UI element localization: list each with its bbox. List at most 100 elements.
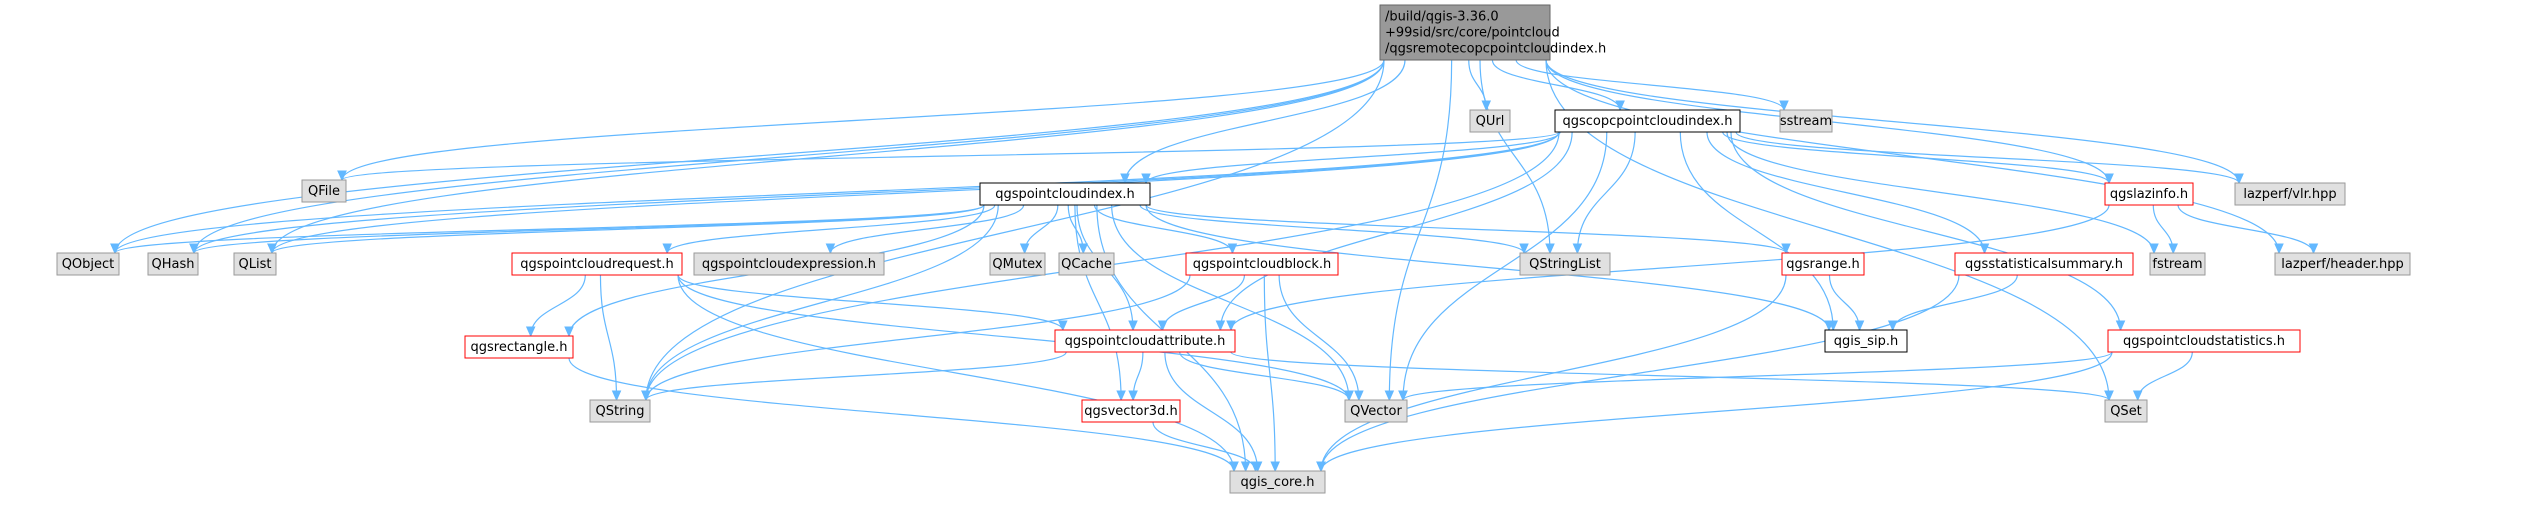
node-pcblock[interactable]: qgspointcloudblock.h bbox=[1185, 252, 1339, 276]
edge-copcindex-to-vlr bbox=[1735, 131, 2244, 185]
arrowhead bbox=[641, 390, 651, 402]
edge-rectangle-to-core bbox=[568, 357, 1239, 473]
arrowhead bbox=[1019, 243, 1030, 255]
node-label: lazperf/vlr.hpp bbox=[2243, 187, 2336, 202]
edge-lazinfo-to-header bbox=[2177, 204, 2319, 255]
arrowhead bbox=[337, 170, 347, 182]
arrowhead bbox=[1229, 461, 1239, 473]
edge-lazinfo-to-fstream bbox=[2152, 204, 2178, 255]
edge-pcattr-to-vector3d bbox=[1128, 351, 1144, 402]
arrowhead bbox=[525, 326, 536, 338]
arrowhead bbox=[611, 390, 622, 402]
arrowhead bbox=[1572, 243, 1583, 255]
node-box bbox=[979, 182, 1151, 206]
node-pcexpr[interactable]: qgspointcloudexpression.h bbox=[693, 252, 885, 276]
edge-pcattr-to-qstring bbox=[641, 351, 1067, 402]
node-label: qgspointcloudblock.h bbox=[1193, 257, 1332, 272]
arrowhead bbox=[1545, 243, 1555, 255]
node-copcindex[interactable]: qgscopcpointcloudindex.h bbox=[1554, 109, 1741, 133]
edge-root-to-pcindex bbox=[1120, 59, 1406, 185]
arrowhead bbox=[1344, 390, 1354, 402]
arrowhead bbox=[2234, 173, 2244, 185]
edge-root-to-header bbox=[1545, 59, 2284, 255]
edge-copcindex-to-fstream bbox=[1726, 131, 2159, 255]
arrowhead bbox=[1779, 100, 1789, 112]
node-label: QMutex bbox=[992, 257, 1043, 272]
node-label: lazperf/header.hpp bbox=[2281, 257, 2403, 272]
node-qvector[interactable]: QVector bbox=[1344, 399, 1408, 423]
node-root[interactable]: /build/qgis-3.36.0+99sid/src/core/pointc… bbox=[1379, 4, 1606, 61]
node-box bbox=[464, 335, 574, 359]
arrowhead bbox=[1824, 320, 1834, 332]
node-sstream[interactable]: sstream bbox=[1779, 109, 1833, 133]
edge-pcindex-to-qmutex bbox=[1019, 204, 1059, 255]
arrowhead bbox=[1615, 100, 1625, 112]
node-label: qgis_core.h bbox=[1241, 475, 1315, 490]
node-box bbox=[989, 252, 1046, 276]
node-box bbox=[2234, 182, 2346, 206]
node-range[interactable]: qgsrange.h bbox=[1781, 252, 1865, 276]
node-box bbox=[1229, 470, 1326, 494]
node-fstream[interactable]: fstream bbox=[2149, 252, 2206, 276]
edge-pcattr-to-qvector bbox=[1179, 351, 1354, 402]
node-lazinfo[interactable]: qgslazinfo.h bbox=[2104, 182, 2194, 206]
edge-pcindex-to-qhash bbox=[189, 204, 985, 255]
node-qlist[interactable]: QList bbox=[233, 252, 277, 276]
edge-root-to-qvector bbox=[1384, 59, 1453, 402]
node-qurl[interactable]: QUrl bbox=[1469, 109, 1511, 133]
edge-root-to-qstringlist bbox=[1479, 59, 1555, 255]
node-qobject[interactable]: QObject bbox=[56, 252, 120, 276]
arrowhead bbox=[267, 243, 277, 255]
node-qhash[interactable]: QHash bbox=[147, 252, 199, 276]
edge-pcindex-to-vector3d bbox=[1074, 204, 1126, 402]
edge-pcindex-to-sip bbox=[1145, 204, 1834, 332]
node-qmutex[interactable]: QMutex bbox=[989, 252, 1046, 276]
node-qcache[interactable]: QCache bbox=[1058, 252, 1115, 276]
node-core[interactable]: qgis_core.h bbox=[1229, 470, 1326, 494]
node-pcrequest[interactable]: qgspointcloudrequest.h bbox=[511, 252, 683, 276]
arrowhead bbox=[1398, 390, 1408, 402]
node-vector3d[interactable]: qgsvector3d.h bbox=[1081, 399, 1181, 423]
node-header[interactable]: lazperf/header.hpp bbox=[2274, 252, 2411, 276]
arrowhead bbox=[1240, 461, 1251, 473]
arrowhead bbox=[1250, 461, 1261, 473]
node-vlr[interactable]: lazperf/vlr.hpp bbox=[2234, 182, 2346, 206]
arrowhead bbox=[825, 243, 836, 255]
node-pcstats[interactable]: qgspointcloudstatistics.h bbox=[2107, 329, 2301, 353]
node-label: qgspointcloudrequest.h bbox=[520, 257, 673, 272]
node-pcattr[interactable]: qgspointcloudattribute.h bbox=[1054, 329, 1236, 353]
node-label: qgsvector3d.h bbox=[1084, 404, 1177, 419]
edge-pcstats-to-qset bbox=[2132, 351, 2193, 402]
arrowhead bbox=[1227, 243, 1238, 255]
edge-statsummary-to-core bbox=[1316, 274, 1960, 473]
node-qstring[interactable]: QString bbox=[589, 399, 651, 423]
arrowhead bbox=[2308, 243, 2319, 255]
node-statsummary[interactable]: qgsstatisticalsummary.h bbox=[1954, 252, 2134, 276]
node-label: QStringList bbox=[1529, 257, 1601, 272]
edge-pcindex-to-pcblock bbox=[1093, 204, 1238, 255]
arrowhead bbox=[1128, 320, 1138, 332]
edge-root-to-qlist bbox=[267, 59, 1385, 255]
node-qstringlist[interactable]: QStringList bbox=[1519, 252, 1611, 276]
arrowhead bbox=[2132, 390, 2143, 402]
node-label: qgslazinfo.h bbox=[2110, 187, 2188, 202]
node-qset[interactable]: QSet bbox=[2104, 399, 2148, 423]
node-label: qgspointcloudexpression.h bbox=[702, 257, 876, 272]
node-sip[interactable]: qgis_sip.h bbox=[1824, 329, 1908, 353]
node-box bbox=[1379, 4, 1551, 61]
arrowhead bbox=[1354, 390, 1364, 402]
node-pcindex[interactable]: qgspointcloudindex.h bbox=[979, 182, 1151, 206]
edge-root-to-qhash bbox=[189, 59, 1385, 255]
node-box bbox=[1519, 252, 1611, 276]
node-box bbox=[1054, 329, 1236, 353]
node-box bbox=[1469, 109, 1511, 133]
node-label: QObject bbox=[62, 257, 115, 272]
edge-pcrequest-to-rectangle bbox=[525, 274, 586, 338]
node-qfile[interactable]: QFile bbox=[301, 179, 347, 203]
arrowhead bbox=[1316, 461, 1326, 473]
arrowhead bbox=[2149, 243, 2159, 255]
node-rectangle[interactable]: qgsrectangle.h bbox=[464, 335, 574, 359]
edge-copcindex-to-pcattr bbox=[1215, 131, 1573, 332]
node-label: qgspointcloudstatistics.h bbox=[2123, 334, 2285, 349]
edge-root-to-qurl bbox=[1468, 59, 1492, 112]
